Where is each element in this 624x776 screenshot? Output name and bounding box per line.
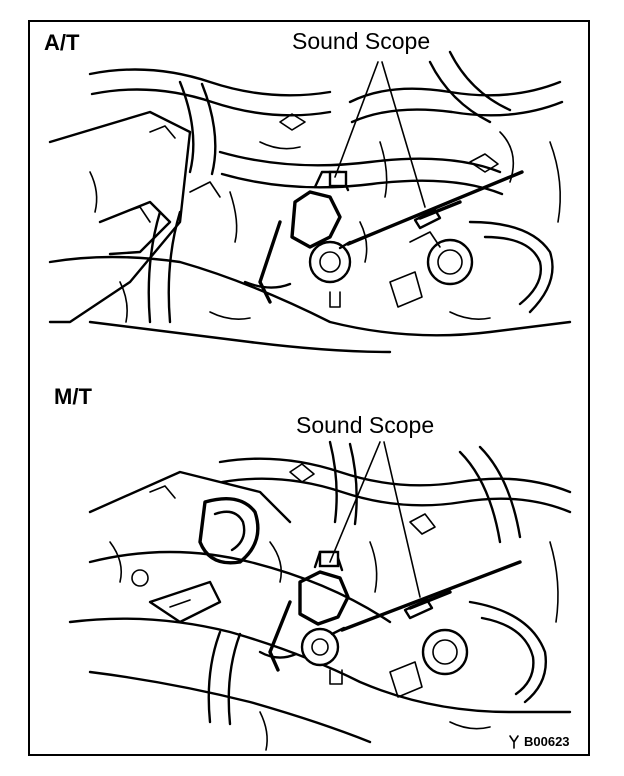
diagram-frame: A/T Sound Scope M/T Sound Scope B00623 bbox=[28, 20, 590, 756]
figure-code: B00623 bbox=[524, 734, 570, 749]
at-engine-illustration bbox=[48, 50, 572, 354]
at-sound-scope-label: Sound Scope bbox=[292, 28, 431, 54]
figure-code-mark bbox=[509, 735, 519, 749]
at-panel-label: A/T bbox=[44, 30, 80, 55]
engine-drawings bbox=[48, 50, 572, 751]
mt-sound-scope-probe bbox=[330, 560, 522, 636]
at-sound-scope-probe bbox=[338, 170, 524, 250]
mt-panel-label: M/T bbox=[54, 384, 92, 409]
at-callout-leaders bbox=[334, 61, 426, 208]
mt-callout-leaders bbox=[329, 441, 421, 598]
mt-engine-illustration bbox=[68, 440, 572, 751]
mt-sound-scope-label: Sound Scope bbox=[296, 412, 435, 438]
